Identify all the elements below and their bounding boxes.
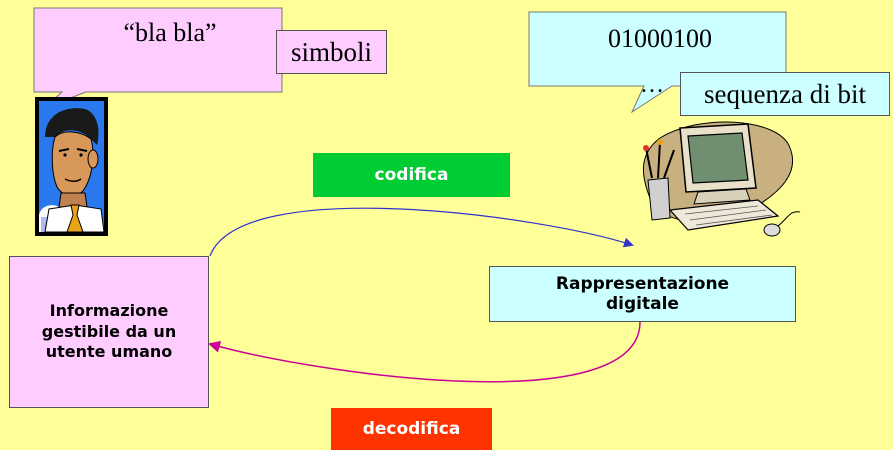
encode-arrow xyxy=(209,207,634,257)
computer-icon xyxy=(642,121,801,237)
bits-text: 01000100 xyxy=(608,24,712,53)
digital-representation-text: Rappresentazione digitale xyxy=(555,273,730,314)
human-information-text: Informazione gestibile da un utente uman… xyxy=(41,300,177,362)
symbols-label: simboli xyxy=(276,30,387,74)
computer-speech-bubble xyxy=(528,11,787,114)
decode-arrow xyxy=(208,321,641,383)
human-speech-text: “bla bla” xyxy=(123,18,217,47)
decode-label: decodifica xyxy=(331,408,492,450)
ellipsis-text: … xyxy=(640,72,664,98)
bit-sequence-label: sequenza di bit xyxy=(680,72,890,116)
digital-representation-box: Rappresentazione digitale xyxy=(489,266,796,322)
encode-label: codifica xyxy=(313,153,510,197)
human-information-box: Informazione gestibile da un utente uman… xyxy=(9,256,209,408)
man-portrait-icon xyxy=(35,97,108,236)
